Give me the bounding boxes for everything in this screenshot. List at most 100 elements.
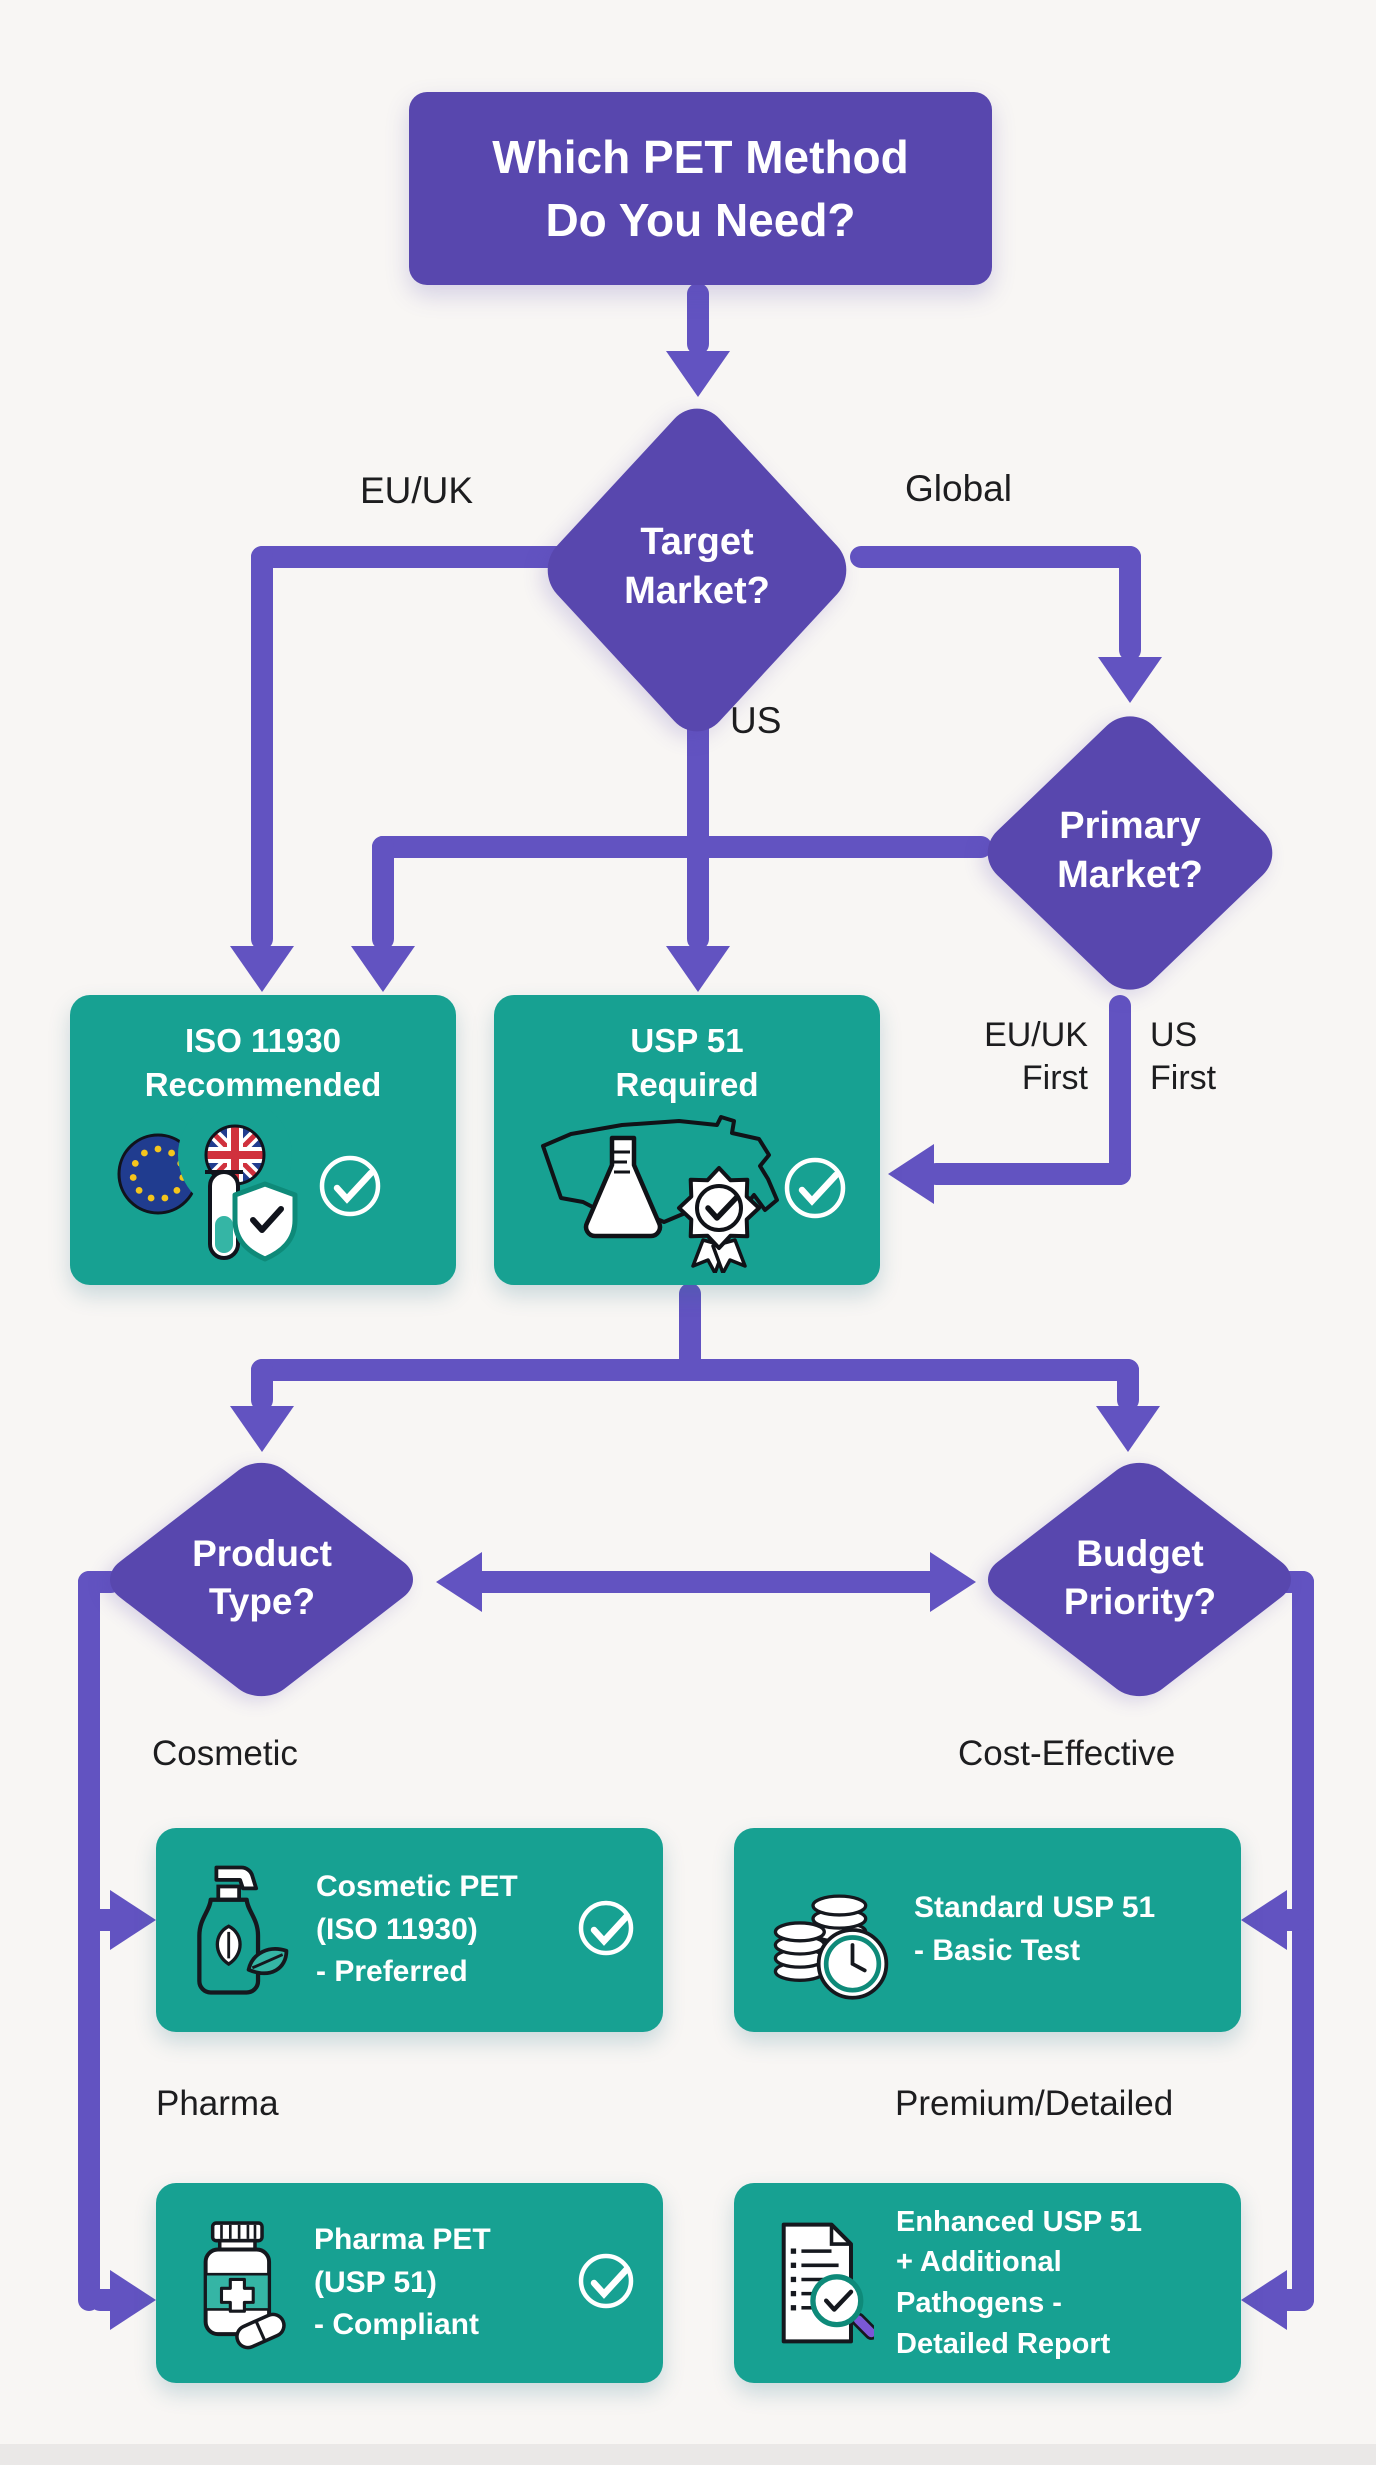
connector-global-horizontal	[850, 546, 1141, 568]
arrowhead-branch-budget	[1096, 1406, 1160, 1452]
enhanced-usp-box: Enhanced USP 51 + Additional Pathogens -…	[734, 2183, 1241, 2383]
pump-bottle-leaf-icon	[197, 1865, 289, 1995]
edge-label-pharma: Pharma	[156, 2084, 279, 2123]
pharma-pet-line1: Pharma PET	[314, 2222, 491, 2256]
enhanced-usp-line1: Enhanced USP 51	[896, 2205, 1143, 2238]
connector-euuk-horizontal	[251, 546, 581, 568]
edge-label-cosmetic: Cosmetic	[152, 1734, 298, 1773]
pharma-pet-box: Pharma PET (USP 51) - Compliant	[156, 2183, 663, 2383]
usp-51-box: USP 51 Required	[494, 995, 880, 1285]
cosmetic-pet-line1: Cosmetic PET	[316, 1869, 518, 1903]
edge-label-us: US	[730, 700, 782, 741]
enhanced-usp-line2: + Additional	[896, 2246, 1062, 2279]
us-first-line2: First	[1150, 1058, 1217, 1097]
arrowhead-us-usp	[666, 946, 730, 992]
connector-left-rail	[78, 1571, 100, 2311]
arrowhead-primary-iso	[351, 946, 415, 992]
connector-us-vertical	[687, 700, 709, 950]
circle-check-icon	[578, 1900, 634, 1956]
product-line1: Product	[192, 1533, 332, 1574]
edge-label-us-first: US First	[1150, 1014, 1290, 1099]
connector-title-target	[687, 283, 709, 355]
usp-title-line2: Required	[615, 1065, 759, 1103]
enhanced-usp-line3: Pathogens -	[896, 2287, 1062, 2319]
connector-euuk-vertical	[251, 546, 273, 950]
pill-bottle-capsule-icon	[203, 2221, 286, 2350]
iso-title-line1: ISO 11930	[185, 1022, 341, 1059]
iso-icon-cluster	[117, 1108, 381, 1262]
target-market-label: Target Market?	[547, 518, 847, 617]
product-type-label: Product Type?	[112, 1530, 412, 1626]
title-box: Which PET Method Do You Need?	[409, 92, 992, 285]
badge-check-icon	[677, 1166, 761, 1274]
edge-label-premium-detailed: Premium/Detailed	[895, 2084, 1174, 2123]
connector-primary-usp-horizontal	[925, 1163, 1131, 1185]
us-first-line1: US	[1150, 1016, 1198, 1054]
budget-line1: Budget	[1076, 1533, 1204, 1574]
shield-check-icon	[232, 1181, 298, 1262]
standard-usp-text: Standard USP 51 - Basic Test	[914, 1887, 1215, 1973]
pharma-pet-line3: - Compliant	[314, 2308, 479, 2342]
connector-branch-right-stub	[1117, 1359, 1139, 1411]
primary-line1: Primary	[1059, 805, 1201, 847]
usp-icon-cluster	[541, 1115, 846, 1274]
circle-check-icon	[784, 1157, 846, 1219]
arrowhead-toward-budget	[930, 1552, 976, 1612]
usp-title-line1: USP 51	[630, 1022, 744, 1059]
connector-primary-iso-vertical	[372, 836, 394, 950]
connector-usp-stub	[679, 1283, 701, 1381]
edge-label-global: Global	[905, 468, 1012, 509]
arrowhead-enhanced-box	[1241, 2270, 1287, 2330]
target-line1: Target	[640, 521, 754, 563]
edge-label-euuk: EU/UK	[360, 470, 474, 511]
pharma-pet-line2: (USP 51)	[314, 2265, 437, 2299]
coin-stack-front	[773, 1921, 826, 1982]
budget-priority-label: Budget Priority?	[990, 1530, 1290, 1626]
connector-product-budget	[468, 1571, 942, 1593]
title-line2: Do You Need?	[545, 193, 856, 246]
connector-global-vertical	[1119, 546, 1141, 661]
bottom-edge-artifact	[0, 2444, 1376, 2465]
cosmetic-pet-box: Cosmetic PET (ISO 11930) - Preferred	[156, 1828, 663, 2032]
arrowhead-cosmetic-box	[110, 1890, 156, 1950]
iso-title-line2: Recommended	[144, 1065, 382, 1103]
standard-usp-line1: Standard USP 51	[914, 1891, 1156, 1925]
edge-label-euuk-first: EU/UK First	[930, 1014, 1088, 1099]
arrowhead-pharma-box	[110, 2270, 156, 2330]
usp-box-title: USP 51 Required	[615, 1019, 758, 1106]
arrowhead-primary-usp	[888, 1144, 934, 1204]
connector-primary-iso-horizontal	[372, 836, 992, 858]
enhanced-usp-line4: Detailed Report	[896, 2327, 1111, 2360]
capsule-icon	[235, 2312, 286, 2350]
arrowhead-title-target	[666, 351, 730, 397]
clock-icon	[816, 1928, 889, 2000]
budget-line2: Priority?	[1063, 1581, 1217, 1623]
document-magnifier-check-icon	[781, 2222, 874, 2344]
arrowhead-global-primary	[1098, 657, 1162, 703]
magnifier-check	[810, 2274, 874, 2340]
connector-branch-left-stub	[251, 1359, 273, 1411]
connector-branch-horizontal	[251, 1359, 1139, 1381]
connector-right-rail	[1292, 1571, 1314, 2311]
primary-market-label: Primary Market?	[980, 802, 1280, 901]
iso-box-title: ISO 11930 Recommended	[145, 1019, 382, 1106]
enhanced-usp-text: Enhanced USP 51 + Additional Pathogens -…	[896, 2202, 1215, 2364]
connector-primary-usp-vertical	[1109, 995, 1131, 1185]
flask-icon	[583, 1135, 663, 1239]
cosmetic-pet-text: Cosmetic PET (ISO 11930) - Preferred	[316, 1866, 553, 1995]
product-line2: Type?	[208, 1581, 316, 1623]
test-tube-icon	[205, 1170, 243, 1261]
primary-line2: Market?	[1057, 854, 1203, 897]
target-line2: Market?	[624, 570, 770, 613]
title-line1: Which PET Method	[492, 130, 909, 183]
arrowhead-euuk-iso	[230, 946, 294, 992]
arrowhead-standard-box	[1241, 1890, 1287, 1950]
cosmetic-pet-line3: - Preferred	[316, 1955, 468, 1989]
edge-label-cost-effective: Cost-Effective	[958, 1734, 1176, 1773]
euuk-first-line2: First	[1021, 1058, 1088, 1097]
circle-check-icon	[319, 1155, 381, 1217]
standard-usp-box: Standard USP 51 - Basic Test	[734, 1828, 1241, 2032]
euuk-first-line1: EU/UK	[984, 1016, 1088, 1054]
pharma-pet-text: Pharma PET (USP 51) - Compliant	[314, 2219, 553, 2348]
